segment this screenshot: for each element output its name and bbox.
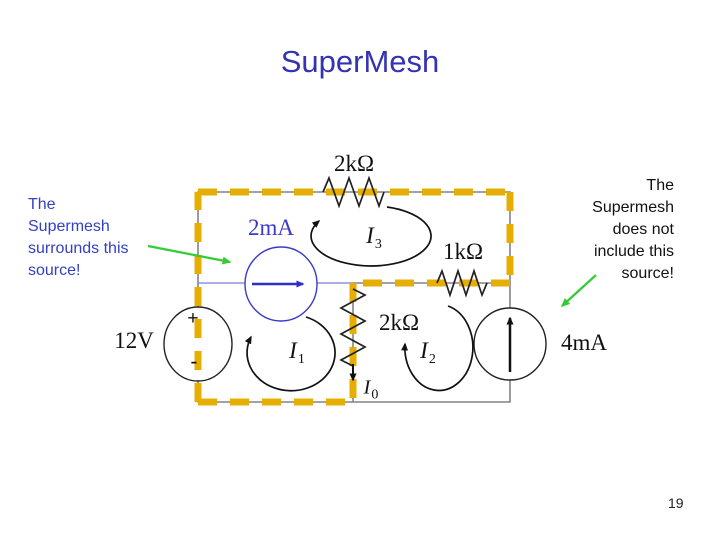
left-annotation-line: surrounds this bbox=[28, 240, 129, 257]
page-number: 19 bbox=[668, 495, 684, 511]
label-resistor-1k: 1kΩ bbox=[442, 239, 484, 264]
label-plus-sign: + bbox=[187, 307, 199, 330]
label-branch-current-i0: I0 bbox=[363, 376, 379, 403]
left-annotation-line: Supermesh bbox=[28, 218, 110, 235]
mesh-loop-i3-arrow bbox=[310, 206, 432, 267]
left-annotation: The Supermesh surrounds this source! bbox=[28, 194, 188, 282]
i3-base: I bbox=[366, 223, 374, 248]
right-annotation-line: The bbox=[646, 177, 674, 194]
mesh-loop-i2-arrow bbox=[401, 305, 474, 392]
resistor-2k-middle-zigzag bbox=[339, 288, 367, 367]
label-4ma-source: 4mA bbox=[561, 330, 607, 355]
right-callout-arrow bbox=[560, 274, 597, 308]
label-mesh-current-i2: I2 bbox=[420, 338, 436, 367]
supermesh-boundary bbox=[194, 188, 514, 406]
label-12v-source: 12V bbox=[114, 328, 154, 353]
i0-subscript: 0 bbox=[371, 387, 379, 403]
i2-subscript: 2 bbox=[428, 352, 436, 367]
right-annotation-line: source! bbox=[621, 265, 674, 282]
label-mesh-current-i1: I1 bbox=[289, 338, 305, 367]
label-resistor-2k-middle: 2kΩ bbox=[378, 310, 420, 335]
label-2ma-source: 2mA bbox=[248, 215, 294, 240]
i3-subscript: 3 bbox=[374, 237, 382, 252]
slide-title: SuperMesh bbox=[280, 44, 440, 79]
left-annotation-line: The bbox=[28, 196, 56, 213]
i1-base: I bbox=[289, 338, 297, 363]
resistor-2k-top-zigzag bbox=[322, 175, 385, 209]
i0-base: I bbox=[363, 376, 371, 399]
right-annotation-line: Supermesh bbox=[592, 199, 674, 216]
i2-base: I bbox=[420, 338, 428, 363]
right-annotation-line: does not bbox=[612, 221, 674, 238]
right-annotation-line: include this bbox=[593, 243, 674, 260]
left-callout-arrow bbox=[147, 244, 232, 265]
left-annotation-line: source! bbox=[28, 262, 81, 279]
i1-subscript: 1 bbox=[297, 352, 305, 367]
resistor-1k-zigzag bbox=[436, 268, 488, 298]
label-mesh-current-i3: I3 bbox=[366, 223, 382, 252]
label-resistor-2k-top: 2kΩ bbox=[333, 151, 375, 176]
voltage-source-12v-circle bbox=[163, 306, 233, 382]
label-minus-sign: - bbox=[190, 350, 198, 373]
right-annotation: The Supermesh does not include this sour… bbox=[530, 175, 674, 285]
mesh-loop-i1-arrow bbox=[244, 316, 336, 392]
